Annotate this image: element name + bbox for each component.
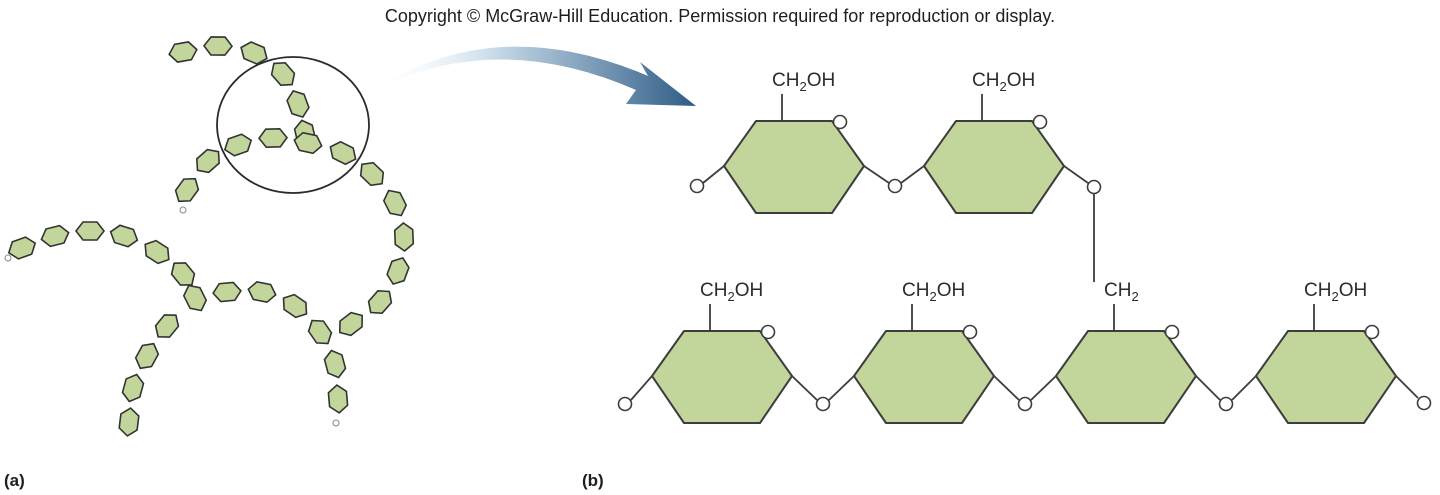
ring-oxygen — [1032, 114, 1048, 130]
glucose-bead — [109, 224, 139, 248]
glucose-bead — [174, 177, 200, 203]
chain-end-dot — [4, 254, 12, 262]
glucose-bead — [338, 311, 364, 337]
ch2oh-label: CH2OH — [902, 280, 965, 304]
glycosidic-oxygen — [689, 178, 705, 194]
glycosidic-oxygen — [815, 396, 831, 412]
glycogen-structural-formula: CH2OH CH2OH CH2OH CH2OH CH2 CH2OH — [617, 70, 1432, 424]
glycosidic-oxygen — [1416, 395, 1432, 411]
glucose-bead — [144, 239, 170, 265]
glucose-ring — [923, 120, 1065, 214]
glucose-bead — [282, 293, 308, 319]
bond — [1195, 375, 1221, 401]
bond — [1231, 375, 1257, 401]
glucose-bead — [118, 407, 140, 437]
glucose-bead — [307, 319, 333, 345]
glucose-bead — [223, 133, 253, 157]
ring-oxygen — [1164, 324, 1180, 340]
copyright-text: Copyright © McGraw-Hill Education. Permi… — [385, 6, 1055, 26]
ring-oxygen — [832, 114, 848, 130]
bond — [863, 165, 890, 184]
glucose-bead — [327, 384, 349, 414]
ch2-label: CH2 — [1104, 280, 1139, 304]
magnified-region-circle — [216, 56, 370, 194]
glycogen-branched-chains — [4, 36, 415, 437]
ch2oh-label: CH2OH — [972, 70, 1035, 94]
glucose-bead — [240, 41, 268, 65]
glucose-bead — [247, 280, 277, 304]
ch2oh-label: CH2OH — [1304, 280, 1367, 304]
chain-end-dot — [332, 419, 340, 427]
glucose-bead — [293, 131, 323, 155]
chain-end-dot — [179, 206, 187, 214]
bond — [828, 375, 855, 401]
glycosidic-oxygen — [887, 178, 903, 194]
glucose-bead — [154, 314, 180, 338]
glucose-ring — [1055, 330, 1197, 424]
bond — [1395, 375, 1419, 399]
magnification-arrow — [370, 46, 696, 106]
ring-oxygen — [760, 324, 776, 340]
glucose-bead — [182, 284, 208, 312]
bond — [993, 375, 1020, 401]
glucose-bead — [270, 61, 296, 87]
glucose-bead — [134, 342, 160, 370]
glucose-ring — [723, 120, 865, 214]
glucose-bead — [329, 140, 357, 166]
glycosidic-oxygen — [617, 396, 633, 412]
glucose-bead — [359, 161, 385, 187]
ch2oh-label: CH2OH — [772, 70, 835, 94]
glucose-bead — [170, 262, 196, 286]
glucose-bead — [386, 256, 410, 286]
bond — [702, 165, 725, 184]
ch2oh-label: CH2OH — [700, 280, 763, 304]
glucose-bead — [323, 349, 347, 379]
glycosidic-oxygen — [1086, 179, 1102, 195]
glucose-bead — [202, 36, 234, 56]
ring-oxygen — [962, 324, 978, 340]
glucose-bead — [286, 89, 310, 119]
glucose-bead — [212, 281, 242, 303]
glucose-ring — [651, 330, 793, 424]
glucose-bead — [40, 224, 70, 248]
ring-oxygen — [1364, 324, 1380, 340]
glycosidic-oxygen — [1017, 396, 1033, 412]
glucose-bead — [74, 221, 106, 241]
glucose-bead — [257, 127, 289, 149]
bond — [1063, 165, 1089, 184]
glucose-bead — [7, 236, 37, 260]
bond — [900, 165, 925, 184]
bond — [791, 375, 818, 401]
panel-b-label: (b) — [582, 471, 604, 490]
glucose-ring — [853, 330, 995, 424]
glucose-bead — [121, 373, 145, 403]
glucose-bead — [168, 41, 198, 63]
panel-a-label: (a) — [4, 471, 25, 490]
glucose-bead — [367, 289, 393, 315]
glucose-bead — [393, 221, 415, 253]
glucose-bead — [382, 189, 408, 217]
glucose-bead — [195, 148, 221, 174]
glycosidic-oxygen — [1218, 396, 1234, 412]
bond — [1030, 375, 1057, 401]
bond — [630, 375, 653, 401]
glucose-ring — [1255, 330, 1397, 424]
